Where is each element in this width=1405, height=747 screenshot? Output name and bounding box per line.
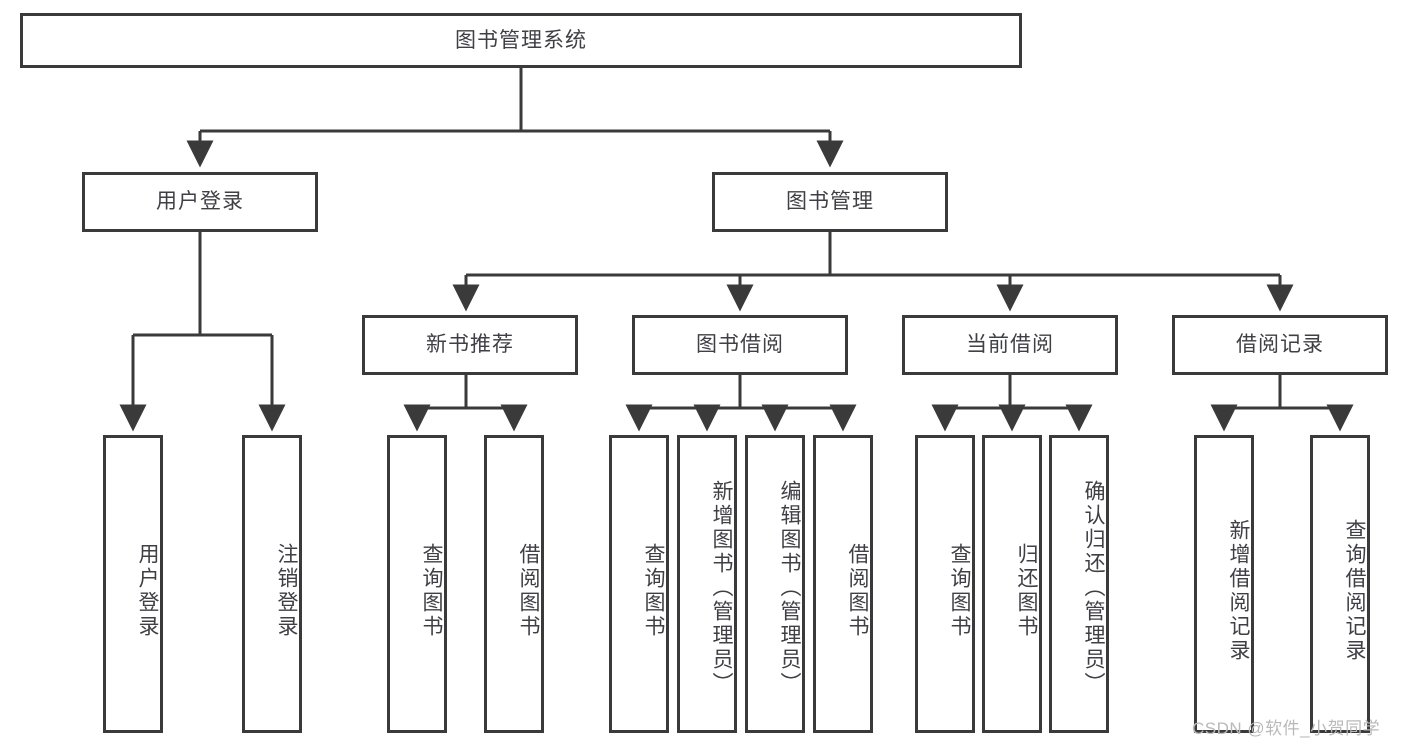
node-borrow-record[interactable]: 借阅记录	[1172, 315, 1388, 375]
node-user-login[interactable]: 用户登录	[82, 172, 318, 232]
leaf-new-book-query-book[interactable]: 查询图书	[387, 435, 447, 733]
leaf-book-borrow-edit-book-admin[interactable]: 编辑图书（管理员）	[745, 435, 805, 733]
node-root-book-management-system[interactable]: 图书管理系统	[20, 13, 1022, 68]
node-book-management[interactable]: 图书管理	[712, 172, 948, 232]
leaf-current-borrow-confirm-return-admin[interactable]: 确认归还（管理员）	[1049, 435, 1109, 733]
watermark-text: CSDN @软件_小贺同学	[1192, 719, 1381, 738]
leaf-current-borrow-query-book[interactable]: 查询图书	[915, 435, 975, 733]
leaf-user-login-login[interactable]: 用户登录	[103, 435, 163, 733]
node-current-borrow[interactable]: 当前借阅	[902, 315, 1118, 375]
leaf-user-login-logout[interactable]: 注销登录	[242, 435, 302, 733]
leaf-borrow-record-query-record[interactable]: 查询借阅记录	[1310, 435, 1370, 733]
leaf-current-borrow-return-book[interactable]: 归还图书	[982, 435, 1042, 733]
leaf-book-borrow-query-book[interactable]: 查询图书	[609, 435, 669, 733]
leaf-book-borrow-add-book-admin[interactable]: 新增图书（管理员）	[677, 435, 737, 733]
leaf-book-borrow-borrow-book[interactable]: 借阅图书	[813, 435, 873, 733]
leaf-new-book-borrow-book[interactable]: 借阅图书	[484, 435, 544, 733]
node-book-borrow[interactable]: 图书借阅	[632, 315, 848, 375]
node-new-book-recommend[interactable]: 新书推荐	[362, 315, 578, 375]
leaf-borrow-record-add-record[interactable]: 新增借阅记录	[1194, 435, 1254, 733]
